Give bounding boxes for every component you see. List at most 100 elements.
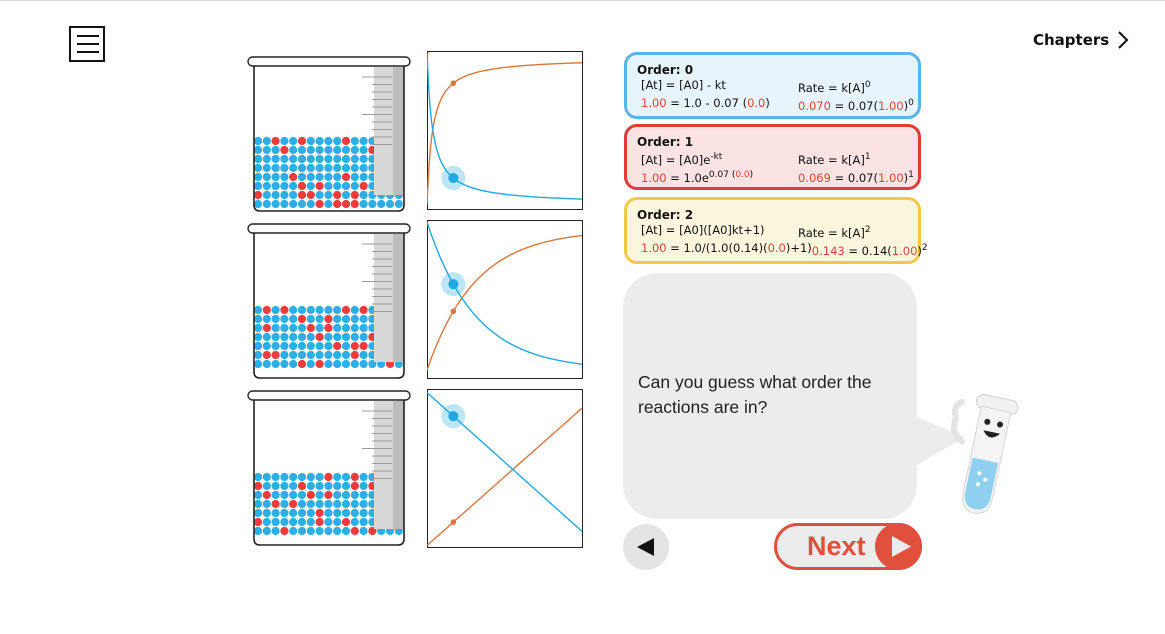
reactant-particle [350, 332, 359, 342]
reactant-particle [315, 481, 324, 491]
hamburger-menu-icon[interactable] [69, 26, 105, 62]
reactant-particle [253, 136, 263, 146]
rate-law: Rate = k[A]0 [798, 80, 871, 95]
reactant-particle [341, 472, 351, 482]
reactant-particle [306, 145, 315, 155]
reactant-particle [315, 154, 324, 164]
reactant-particle [253, 499, 263, 509]
reactant-particle [253, 359, 263, 369]
reactant-particle [341, 499, 351, 509]
reactant-particle [324, 199, 333, 209]
reactant-particle [297, 145, 307, 155]
product-particle [262, 490, 271, 500]
reactant-particle [315, 323, 324, 333]
reactant-particle [306, 163, 315, 173]
beaker-outline [253, 397, 405, 546]
reactant-particle [350, 517, 359, 527]
product-particle [289, 172, 298, 182]
reactant-particle [289, 181, 298, 191]
product-particle [350, 190, 359, 200]
reactant-particle [341, 190, 351, 200]
reactant-particle [368, 199, 377, 209]
reactant-particle [289, 508, 298, 518]
reactant-particle [297, 341, 307, 351]
card-title: Order: 1 [637, 135, 694, 149]
reactant-particle [341, 508, 351, 518]
product-particle [262, 305, 271, 315]
reactant-particle [297, 472, 307, 482]
reactant-particle [253, 323, 263, 333]
speech-text: Can you guess what order the reactions a… [638, 372, 872, 417]
reactant-particle [253, 508, 263, 518]
reactant-particle [333, 350, 342, 360]
reactant-particle [315, 172, 324, 182]
reactant-particle [306, 499, 315, 509]
reactant-particle [297, 332, 307, 342]
reactant-particle [324, 145, 333, 155]
reactant-particle [297, 323, 307, 333]
reactant-particle [306, 314, 315, 324]
reactant-particle [333, 481, 342, 491]
integrated-rate-law: [At] = [A0]e-kt [641, 152, 723, 167]
reactant-particle [253, 181, 263, 191]
reactant-particle [271, 314, 280, 324]
reactant-particle [324, 181, 333, 191]
reactant-particle [359, 517, 368, 527]
reactant-particle [280, 350, 289, 360]
reactant-particle [271, 145, 280, 155]
reactant-particle [289, 332, 298, 342]
reactant-particle [306, 341, 315, 351]
beaker-outline [253, 230, 405, 379]
reactant-particle [253, 145, 263, 155]
reactant-particle [306, 199, 315, 209]
product-particle [289, 499, 298, 509]
chevron-right-icon [1118, 31, 1129, 49]
reactant-particle [289, 526, 298, 536]
rate-equation: 0.143 = 0.14(1.00)2 [811, 242, 928, 258]
reactant-particle [394, 199, 403, 209]
reactant-particle [262, 190, 271, 200]
reactant-particle [315, 341, 324, 351]
reactant-particle [297, 163, 307, 173]
reactant-particle [359, 481, 368, 491]
reactant-particle [350, 154, 359, 164]
concentration-equation: 1.00 = 1.0 - 0.07 (0.0) [641, 95, 770, 110]
reactant-particle [271, 163, 280, 173]
reactant-particle [253, 341, 263, 351]
reactant-particle [333, 314, 342, 324]
reactant-particle [262, 508, 271, 518]
reactant-particle [297, 305, 307, 315]
reactant-particle [359, 472, 368, 482]
next-button[interactable]: Next [774, 523, 922, 570]
reactant-particle [359, 526, 368, 536]
reactant-particle [350, 359, 359, 369]
reactant-particle [350, 172, 359, 182]
reactant-particle [341, 481, 351, 491]
reactant-particle [359, 163, 368, 173]
reactant-particle [315, 305, 324, 315]
reactant-particle [297, 199, 307, 209]
plot-order-0 [427, 51, 583, 210]
plot-order-1 [427, 220, 583, 379]
reactant-particle [253, 172, 263, 182]
reactant-particle [324, 499, 333, 509]
reactant-particle [262, 517, 271, 527]
reactant-particle [289, 323, 298, 333]
reactant-particle [271, 472, 280, 482]
chapters-button[interactable]: Chapters [1033, 30, 1129, 50]
reactant-particle [333, 490, 342, 500]
reactant-particle [315, 526, 324, 536]
reactant-particle [289, 305, 298, 315]
product-particle [333, 199, 342, 209]
product-particle [315, 359, 324, 369]
reactant-particle [324, 526, 333, 536]
reactant-particle [341, 526, 351, 536]
product-particle [297, 481, 307, 491]
reactant-particle [359, 332, 368, 342]
reactant-particle [271, 508, 280, 518]
back-button[interactable] [623, 524, 669, 570]
reactant-particle [289, 517, 298, 527]
reactant-particle [359, 350, 368, 360]
product-particle [324, 490, 333, 500]
product-particle [341, 305, 351, 315]
